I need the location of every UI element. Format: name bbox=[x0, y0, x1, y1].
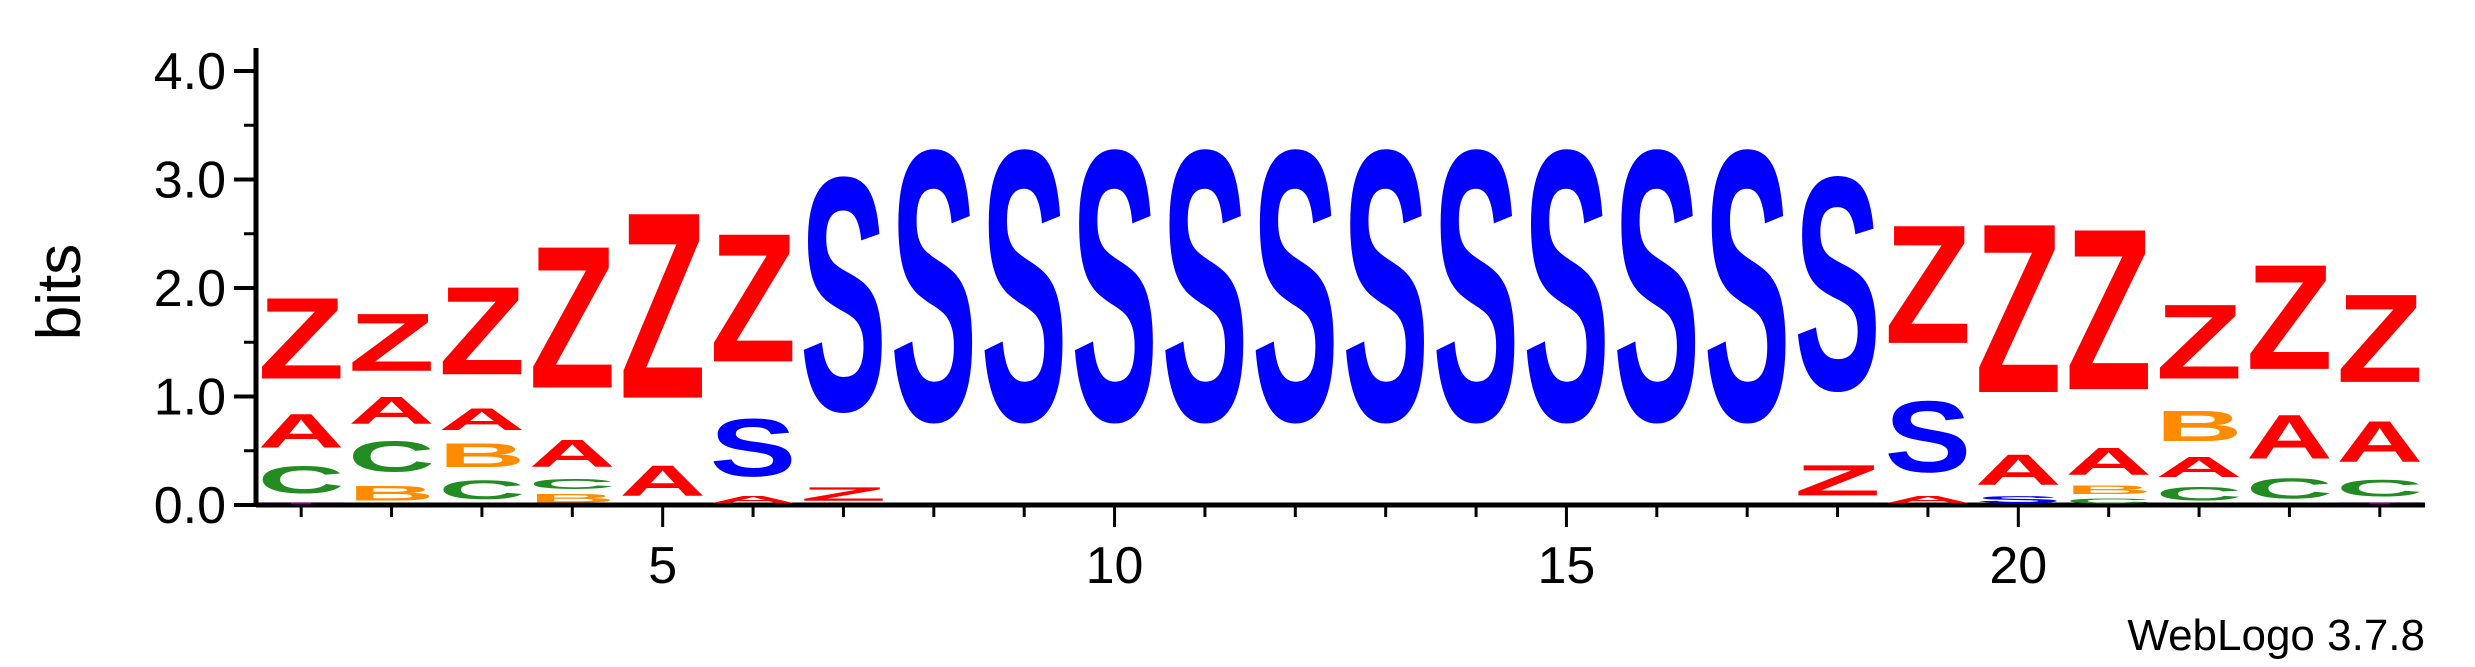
logo-letter-c: C bbox=[2336, 475, 2423, 502]
logo-letter-a: A bbox=[2065, 440, 2152, 483]
logo-letter-b: B bbox=[348, 481, 435, 505]
y-tick-label: 1.0 bbox=[154, 369, 226, 427]
logo-letter-c: C bbox=[348, 432, 435, 481]
x-tick-label: 15 bbox=[1538, 537, 1596, 595]
y-ticks: 0.0 1.0 2.0 3.0 4.0 bbox=[154, 43, 256, 535]
logo-letter-a: A bbox=[1885, 494, 1972, 505]
logo-letter-s: S bbox=[1613, 70, 1700, 503]
logo-letter-b: B bbox=[439, 436, 526, 474]
logo-letter-b: B bbox=[2156, 402, 2243, 451]
logo-letter-s: S bbox=[1794, 113, 1881, 454]
logo-letter-z: Z bbox=[348, 296, 435, 388]
y-tick-label: 4.0 bbox=[154, 43, 226, 101]
logo-letter-c: C bbox=[439, 475, 526, 505]
logo-letter-a: A bbox=[529, 432, 616, 475]
logo-letter-a: A bbox=[710, 494, 797, 505]
x-tick-label: 10 bbox=[1086, 537, 1144, 595]
logo-letter-s: S bbox=[981, 70, 1068, 503]
y-tick-label: 0.0 bbox=[154, 477, 226, 535]
logo-letter-s: S bbox=[1433, 70, 1520, 503]
logo-letter-a: A bbox=[619, 456, 706, 505]
y-tick-label: 2.0 bbox=[154, 260, 226, 318]
logo-letter-z: Z bbox=[2246, 233, 2333, 400]
logo-letter-s: S bbox=[1885, 379, 1972, 493]
logo-letter-z: Z bbox=[800, 483, 887, 505]
logo-letter-c: C bbox=[2156, 483, 2243, 505]
weblogo-credit: WebLogo 3.7.8 bbox=[2127, 611, 2425, 660]
logo-letter-a: A bbox=[348, 389, 435, 432]
x-tick-label: 5 bbox=[648, 537, 677, 595]
logo-letter-z: Z bbox=[529, 204, 616, 431]
logo-letter-z: Z bbox=[2156, 282, 2243, 402]
x-tick-label: 20 bbox=[1989, 537, 2047, 595]
logo-letter-c: C bbox=[2246, 472, 2333, 505]
logo-letter-c: C bbox=[2065, 496, 2152, 505]
logo-letter-z: Z bbox=[439, 262, 526, 402]
logo-letter-s: S bbox=[1342, 70, 1429, 503]
y-axis-label: bits bbox=[25, 244, 94, 340]
logo-letter-a: A bbox=[2156, 451, 2243, 484]
logo-letter-c: C bbox=[258, 458, 345, 501]
logo-letter-a: A bbox=[439, 402, 526, 437]
logo-letter-z: Z bbox=[1885, 190, 1972, 380]
logo-letter-z: Z bbox=[258, 274, 345, 404]
logo-letter-a: A bbox=[2336, 409, 2423, 474]
logo-letter-s: S bbox=[1252, 70, 1339, 503]
logo-letter-z: Z bbox=[2336, 269, 2423, 409]
logo-letter-s: S bbox=[1162, 70, 1249, 503]
logo-letter-s: S bbox=[890, 70, 977, 503]
logo-letter-s: S bbox=[800, 107, 887, 481]
logo-letter-s: S bbox=[1071, 70, 1158, 503]
logo-letter-t: T bbox=[2336, 502, 2423, 505]
logo-letter-z: Z bbox=[619, 158, 706, 455]
logo-letter-z: Z bbox=[710, 195, 797, 401]
logo-letter-a: A bbox=[258, 404, 345, 458]
logo-letter-s: S bbox=[1523, 70, 1610, 503]
logo-letter-b: B bbox=[2065, 483, 2152, 496]
logo-letter-c: C bbox=[529, 476, 616, 492]
logo-letter-a: A bbox=[1975, 445, 2062, 494]
logo-letter-t: T bbox=[258, 502, 345, 505]
logo-letter-s: S bbox=[1704, 70, 1791, 503]
x-ticks: 5 10 15 20 bbox=[299, 505, 2382, 595]
logo-letter-s: S bbox=[1975, 494, 2062, 505]
logo-letter-s: S bbox=[710, 402, 797, 494]
y-tick-label: 3.0 bbox=[154, 152, 226, 210]
logo-letter-b: B bbox=[529, 492, 616, 505]
logo-letter-a: A bbox=[2246, 402, 2333, 472]
logo-letter-z: Z bbox=[1794, 456, 1881, 505]
logo-letter-z: Z bbox=[1975, 174, 2062, 445]
logo-letter-z: Z bbox=[2065, 181, 2152, 439]
